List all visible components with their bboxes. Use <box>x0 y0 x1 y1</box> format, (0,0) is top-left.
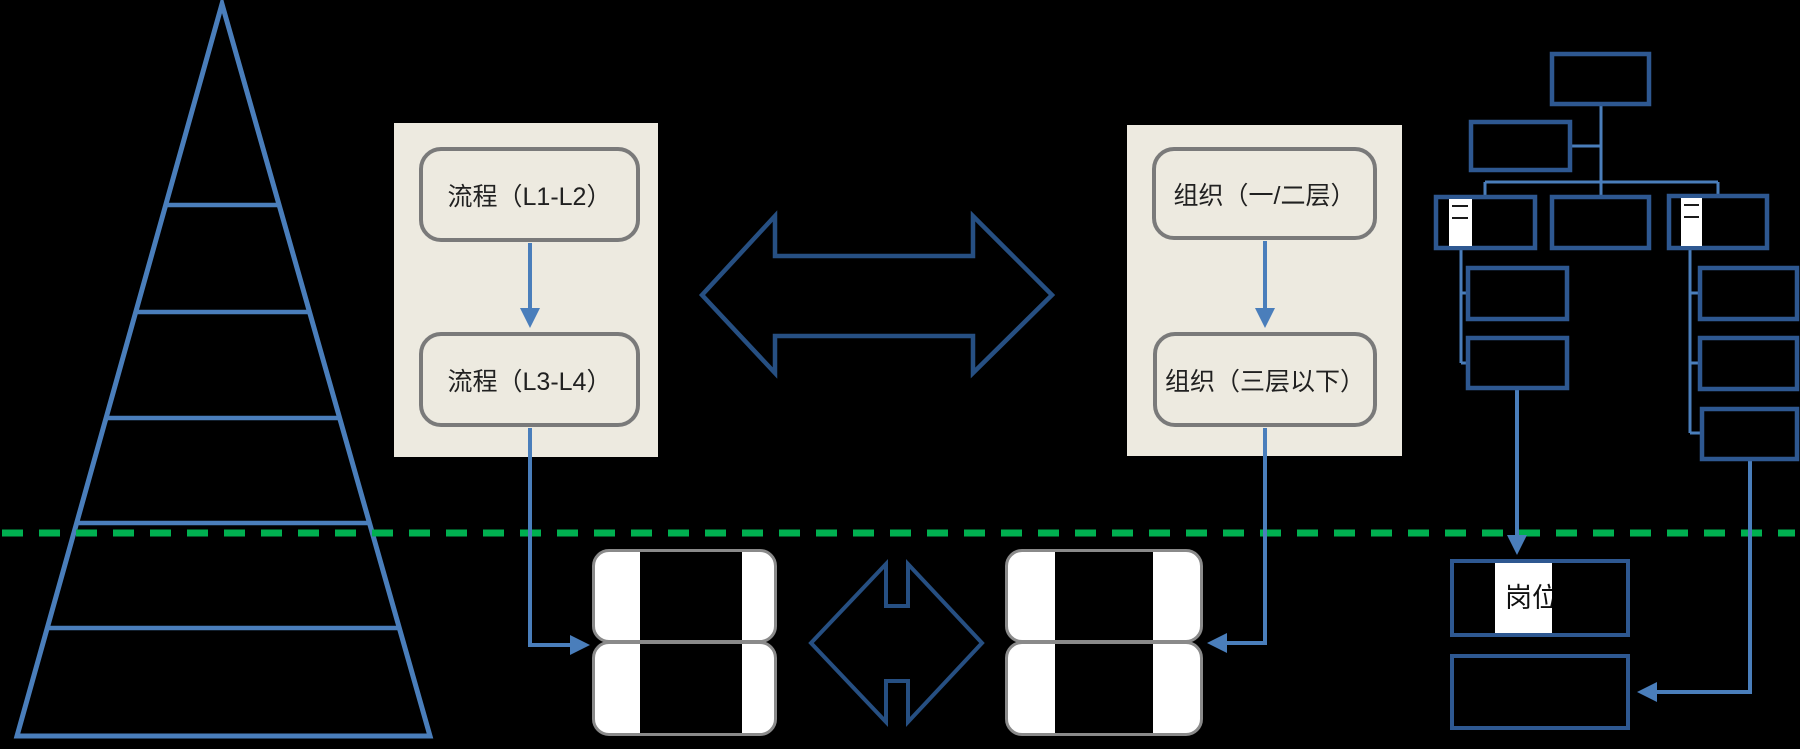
org-highlight-text-marks <box>1452 204 1699 219</box>
node-process-l3-l4: 流程（L3-L4） <box>419 332 640 427</box>
org-child-box-b <box>1549 194 1652 251</box>
org-branch-c-connector <box>1688 248 1704 435</box>
process-to-matrix-elbow-arrow <box>528 428 590 655</box>
node-org-tier-3-below-label: 组织（三层以下） <box>1164 367 1365 396</box>
org-child-a-highlight <box>1449 199 1472 246</box>
org-root-box <box>1549 51 1652 107</box>
process-matrix-card-bottom <box>592 641 777 736</box>
org-matrix-card-top <box>1005 549 1203 643</box>
position-detail-box <box>1450 654 1630 730</box>
org-child-box-a <box>1433 194 1538 251</box>
org-assistant-box <box>1468 119 1573 173</box>
node-org-tier-3-below: 组织（三层以下） <box>1153 332 1377 427</box>
org-chart-connectors <box>1459 105 1720 435</box>
position-box: 岗位 <box>1450 559 1630 637</box>
matrix-double-arrow <box>808 558 985 728</box>
process-org-double-arrow <box>698 210 1056 379</box>
org-sub-box-c2 <box>1697 335 1800 392</box>
process-matrix-card-top <box>592 549 777 643</box>
node-org-tier-1-2-label: 组织（一/二层） <box>1173 181 1356 210</box>
node-process-l3-l4-label: 流程（L3-L4） <box>447 367 612 396</box>
org-sub-box-c1 <box>1697 265 1800 322</box>
node-process-l1-l2-label: 流程（L1-L2） <box>447 182 612 211</box>
org-sub-box-c3 <box>1699 406 1800 462</box>
org-matrix-card-bottom-band <box>1055 644 1153 733</box>
position-box-label: 岗位 <box>1505 583 1552 613</box>
org-matrix-card-top-band <box>1055 552 1153 640</box>
org-matrix-card-bottom <box>1005 641 1203 736</box>
org-branch-a-connector <box>1459 248 1470 365</box>
position-box-highlight: 岗位 <box>1495 563 1552 633</box>
process-matrix-card-top-band <box>640 552 742 640</box>
pyramid-outline <box>13 0 434 739</box>
org-sub-box-a1 <box>1465 265 1570 322</box>
pyramid-dividers <box>47 202 399 631</box>
org-child-box-c <box>1666 193 1770 251</box>
org-to-position-detail-arrow <box>1637 459 1752 702</box>
org-to-matrix-elbow-arrow <box>1207 428 1267 653</box>
org-sub-box-a2 <box>1465 335 1570 391</box>
org-chart-boxes <box>1433 51 1800 462</box>
node-process-l1-l2: 流程（L1-L2） <box>419 147 640 242</box>
org-tier-drops <box>1483 182 1720 197</box>
org-child-c-highlight <box>1681 198 1702 246</box>
node-org-tier-1-2: 组织（一/二层） <box>1152 147 1377 240</box>
process-matrix-card-bottom-band <box>640 644 742 733</box>
